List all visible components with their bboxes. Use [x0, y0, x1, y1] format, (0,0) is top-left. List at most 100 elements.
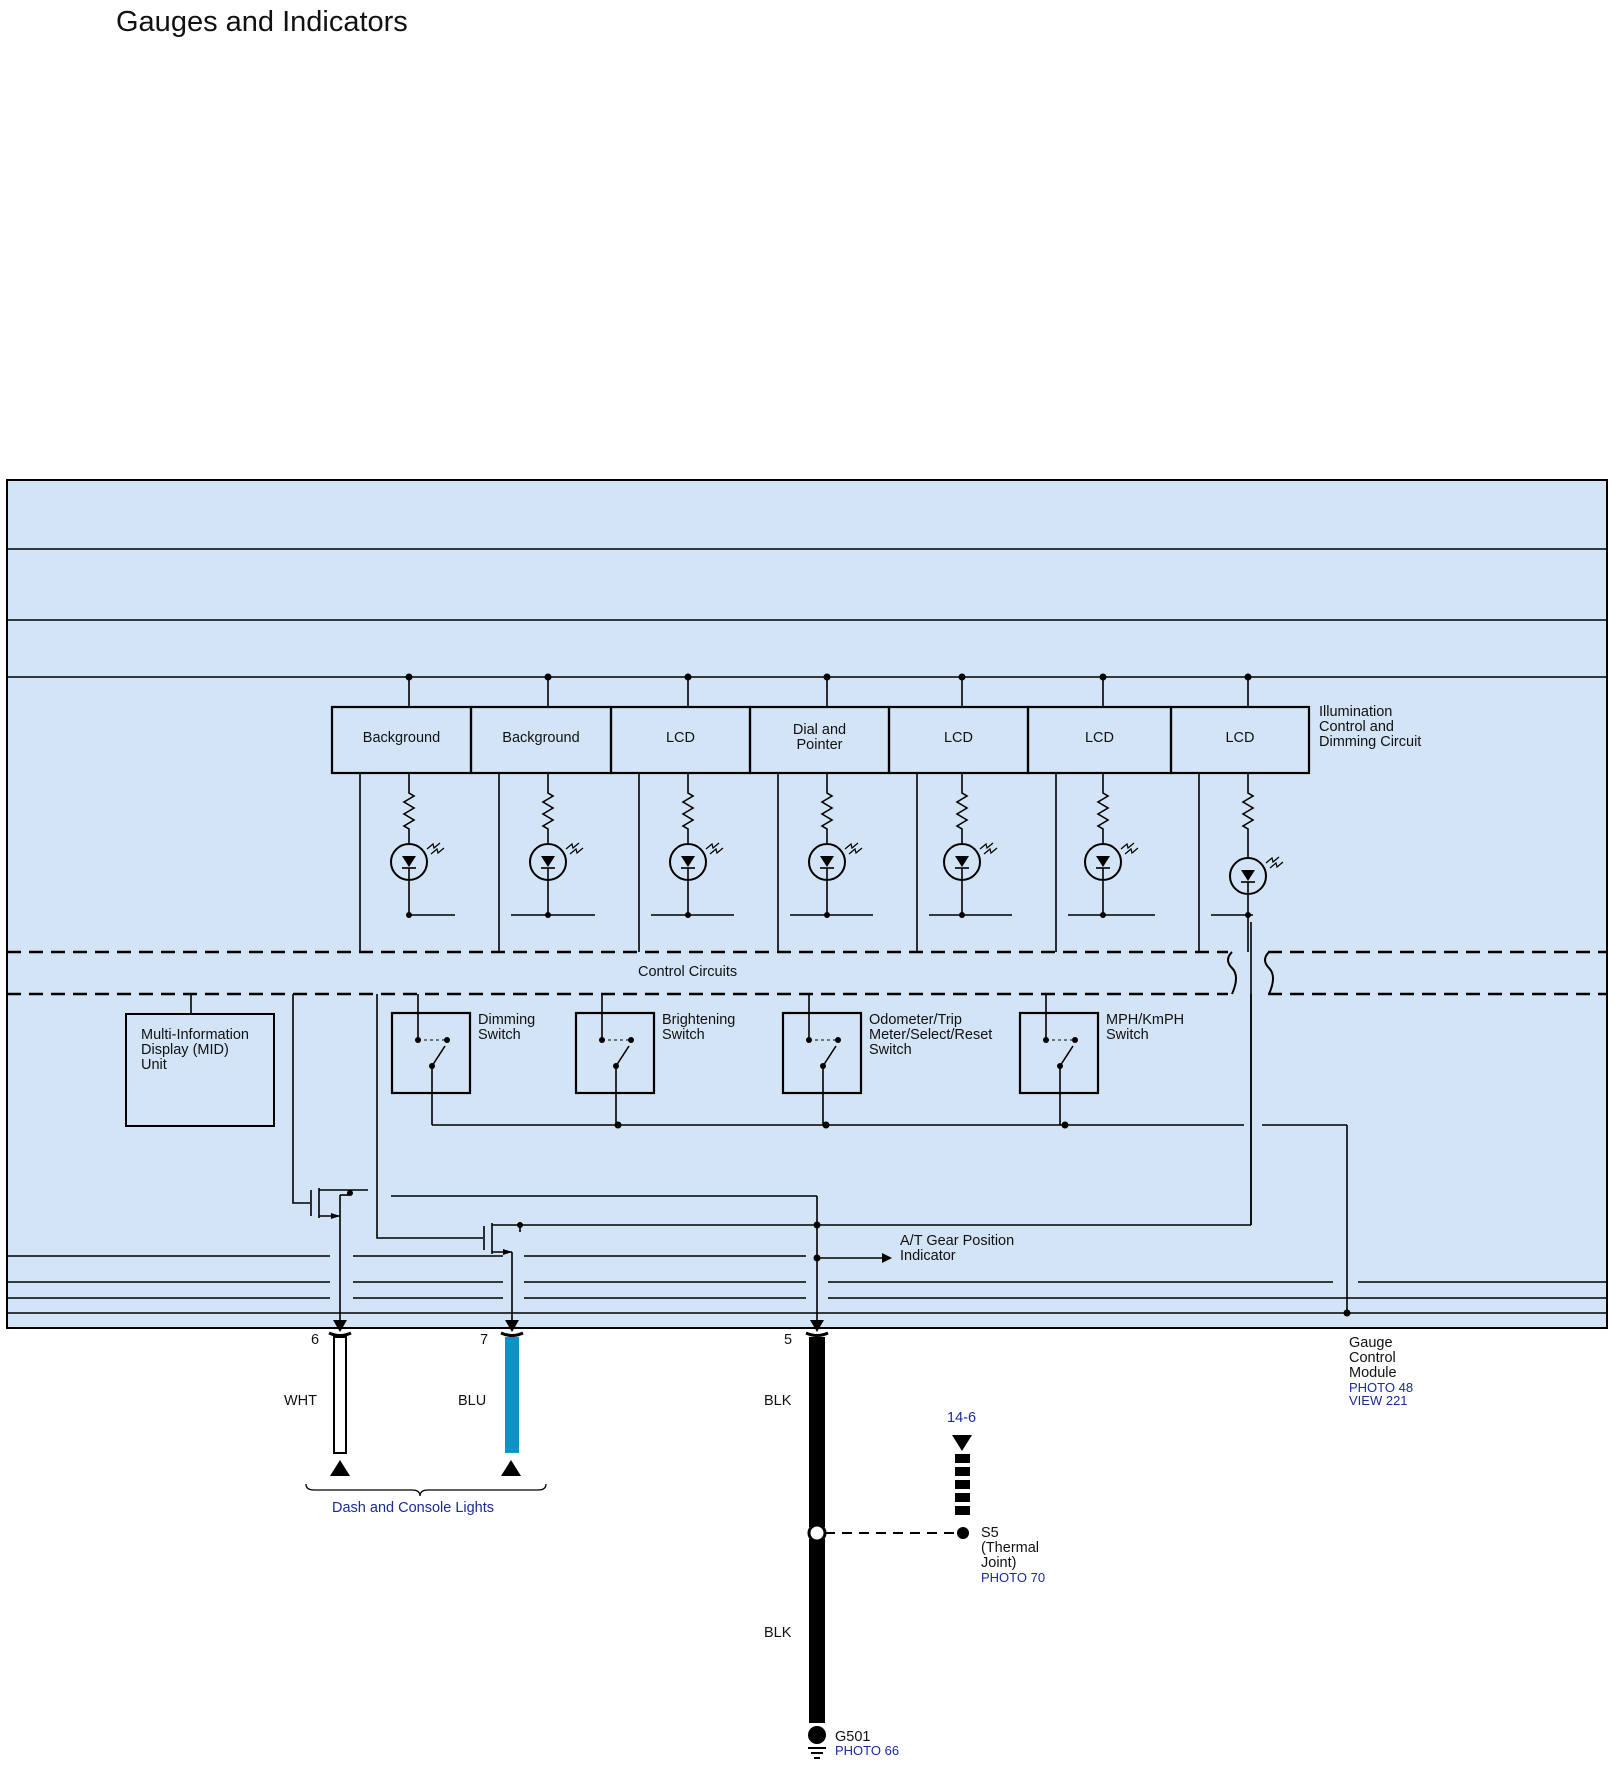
svg-text:5: 5 — [784, 1332, 792, 1348]
supply-junction — [544, 673, 552, 681]
lower-bus-lines — [7, 1255, 1607, 1314]
led-diode-icon — [1096, 856, 1110, 867]
led-diode-icon — [541, 856, 555, 867]
resistor-symbol — [541, 773, 555, 844]
supply-junction — [1244, 673, 1252, 681]
resistor-symbol — [402, 773, 416, 844]
led-diode-icon — [402, 856, 416, 867]
wire-wht-label: WHT — [284, 1393, 317, 1409]
module-view-link[interactable]: VIEW 221 — [1349, 1393, 1408, 1408]
ground-name-label: G501 — [835, 1729, 870, 1745]
ground-photo-link[interactable]: PHOTO 66 — [835, 1743, 899, 1758]
switch-box — [1018, 1011, 1100, 1095]
switch-blade — [822, 1045, 837, 1067]
at-indicator-arrowhead — [882, 1253, 892, 1263]
svg-text:6: 6 — [311, 1332, 319, 1348]
splice-point — [807, 1523, 827, 1543]
light-rays-icon — [426, 842, 445, 855]
light-rays-icon — [565, 842, 584, 855]
led-diode-icon — [820, 856, 834, 867]
mid-unit-box — [125, 1013, 275, 1127]
power-bus-lines — [7, 548, 1607, 678]
supply-junction — [1099, 673, 1107, 681]
control-circuits-label: Control Circuits — [638, 964, 737, 980]
switch-blade — [431, 1045, 446, 1067]
driver-wiring — [292, 922, 1252, 1328]
illumination-box-label: LCD — [1225, 730, 1254, 746]
light-rays-icon — [1120, 842, 1139, 855]
resistor-symbol — [820, 773, 834, 844]
illumination-box — [1169, 705, 1311, 775]
led-diode-icon — [955, 856, 969, 867]
resistor-symbol — [955, 773, 969, 844]
illumination-box-label: Background — [363, 730, 440, 746]
mid-unit-label: Multi-Information Display (MID) Unit — [141, 1027, 253, 1073]
switch-return-dots — [614, 1121, 1351, 1317]
resistor-symbol — [1241, 773, 1255, 858]
boundary-break-marks — [1227, 951, 1274, 995]
s5-dot — [957, 1527, 969, 1539]
s5-photo-link[interactable]: PHOTO 70 — [981, 1570, 1045, 1585]
wire-blu-label: BLU — [458, 1393, 486, 1409]
driver-dots — [331, 1190, 821, 1262]
light-rays-icon — [1265, 856, 1284, 869]
wire-blu — [505, 1337, 519, 1453]
thermal-joint-dashed-wire — [955, 1454, 970, 1515]
light-rays-icon — [979, 842, 998, 855]
light-rays-icon — [705, 842, 724, 855]
dash-lights-brace — [305, 1483, 547, 1497]
led-diode-icon — [681, 856, 695, 867]
switch-blade — [1059, 1045, 1074, 1067]
switch-contact — [444, 1037, 450, 1043]
switch-return-line — [432, 1124, 1348, 1313]
resistor-symbol — [1096, 773, 1110, 844]
wire-blk-lower — [809, 1539, 825, 1723]
dash-lights-link[interactable]: Dash and Console Lights — [332, 1500, 494, 1516]
switch-box — [574, 1011, 656, 1095]
s5-label: S5 (Thermal Joint) — [981, 1525, 1043, 1571]
light-rays-icon — [844, 842, 863, 855]
gauge-control-module-area — [6, 479, 1608, 1329]
led-diode-icon — [1241, 870, 1255, 881]
illumination-box-label: LCD — [944, 730, 973, 746]
switch-box — [781, 1011, 863, 1095]
dash-lights-arrows — [330, 1460, 521, 1476]
illumination-box-label: Background — [502, 730, 579, 746]
switch-contact — [835, 1037, 841, 1043]
wire-wht — [333, 1336, 347, 1454]
wire-blk-lower-label: BLK — [764, 1625, 792, 1641]
control-circuits-boundary — [7, 950, 1607, 996]
page-title: Gauges and Indicators — [116, 6, 408, 38]
wire-blk-label: BLK — [764, 1393, 792, 1409]
wire-blk-upper — [809, 1337, 825, 1527]
illumination-box-label: LCD — [1085, 730, 1114, 746]
supply-junction — [405, 673, 413, 681]
resistor-symbol — [681, 773, 695, 844]
connector-arrows — [333, 1320, 824, 1332]
supply-junction — [823, 673, 831, 681]
ref-14-6-link[interactable]: 14-6 — [947, 1410, 976, 1426]
supply-junction — [684, 673, 692, 681]
svg-text:7: 7 — [480, 1332, 488, 1348]
switch-contact — [1072, 1037, 1078, 1043]
switch-blade — [615, 1045, 630, 1067]
module-name-label: Gauge Control Module — [1349, 1335, 1400, 1381]
switch-box — [390, 1011, 472, 1095]
terminal-pin-5: 5 — [784, 1331, 829, 1348]
module-photo-link[interactable]: PHOTO 48 — [1349, 1380, 1413, 1395]
at-gear-position-label: A/T Gear Position Indicator — [900, 1233, 1018, 1264]
supply-junction — [958, 673, 966, 681]
ref-14-6-arrow — [952, 1435, 972, 1451]
terminal-pin-6: 6 — [311, 1331, 352, 1348]
illumination-label: Illumination Control and Dimming Circuit — [1319, 704, 1421, 750]
ground-symbol — [808, 1726, 826, 1759]
illumination-box-label: LCD — [666, 730, 695, 746]
switch-contact — [628, 1037, 634, 1043]
terminal-pin-7: 7 — [480, 1331, 524, 1348]
